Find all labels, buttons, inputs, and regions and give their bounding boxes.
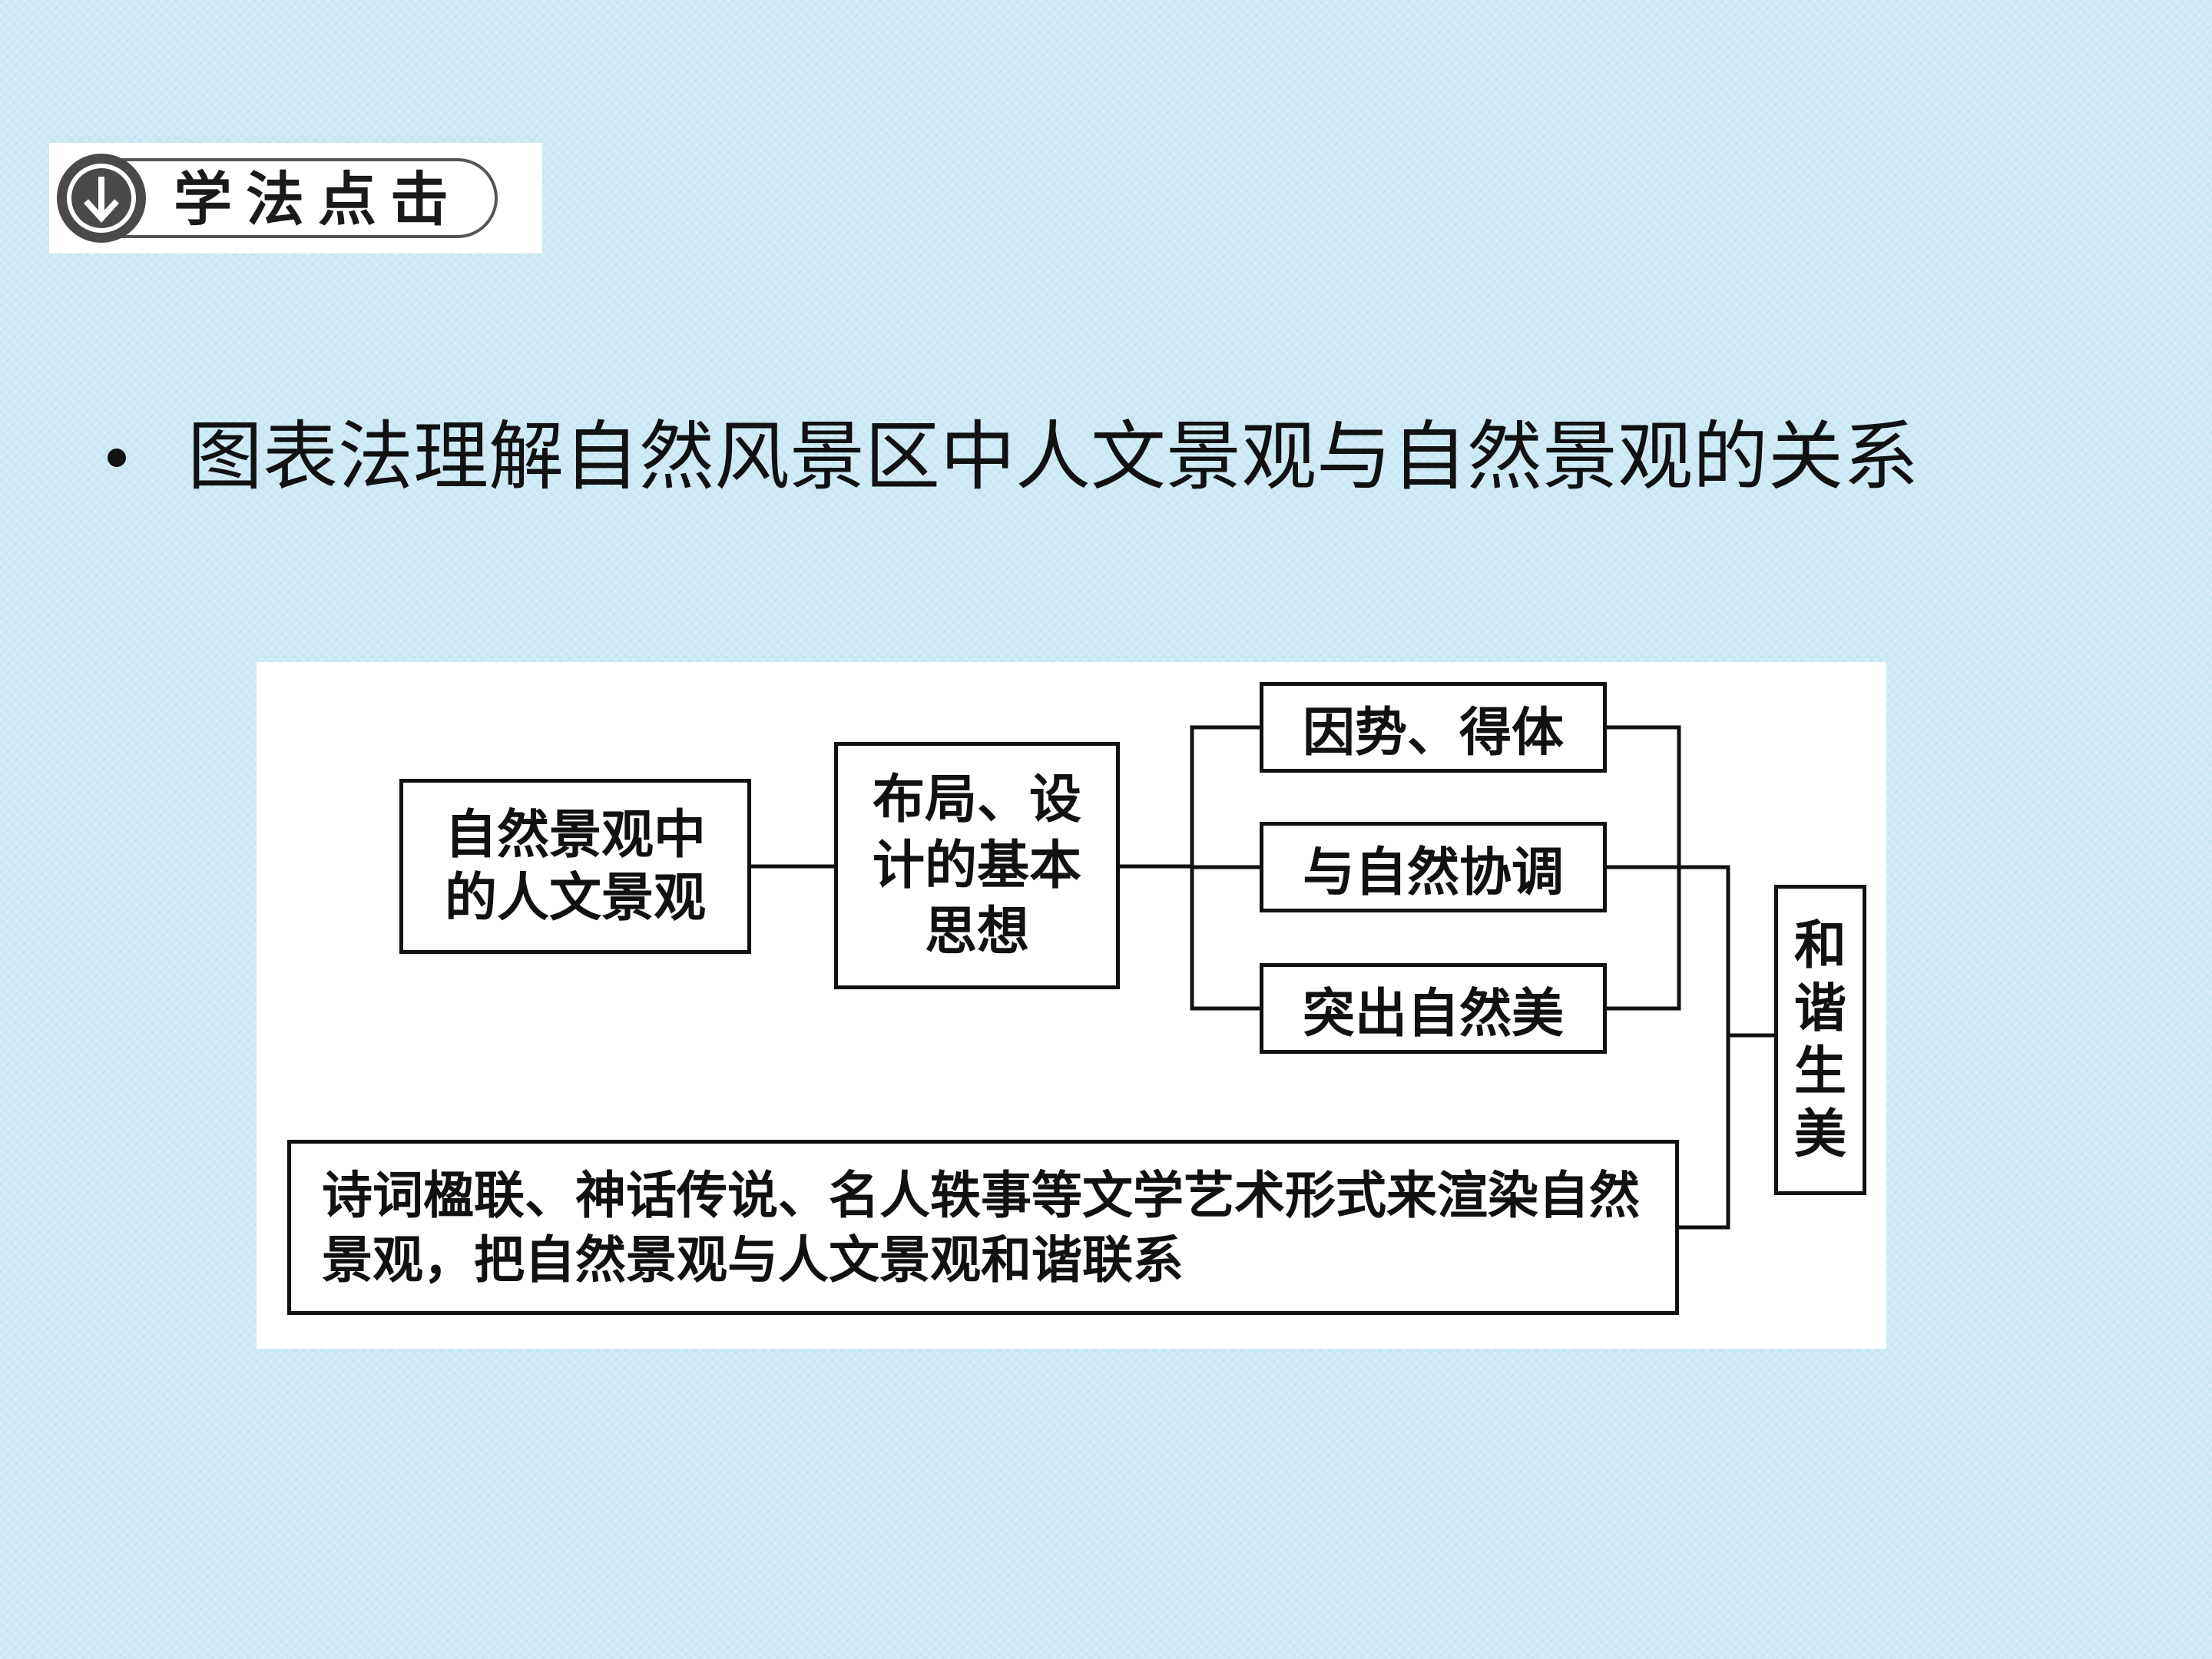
node-principle-highlight: 突出自然美 xyxy=(1260,963,1607,1054)
slide-heading: 图表法理解自然风景区中人文景观与自然景观的关系 xyxy=(187,413,1919,501)
node-principle-harmonize: 与自然协调 xyxy=(1260,822,1607,912)
connector-lines xyxy=(749,725,1777,1230)
section-badge-label: 学法点击 xyxy=(174,165,462,233)
node-harmony-beauty: 和谐生美 xyxy=(1774,885,1866,1195)
node-principle-adapt: 因势、得体 xyxy=(1260,682,1607,773)
node-layout-design-idea: 布局、设计的基本思想 xyxy=(834,742,1120,989)
node-natural-human-landscape: 自然景观中的人文景观 xyxy=(399,779,751,954)
download-arrow-icon xyxy=(57,154,146,243)
bullet-point xyxy=(108,449,126,467)
node-literature-art: 诗词楹联、神话传说、名人轶事等文学艺术形式来渲染自然景观，把自然景观与人文景观和… xyxy=(287,1140,1679,1315)
diagram-panel: 自然景观中的人文景观 布局、设计的基本思想 因势、得体 与自然协调 突出自然美 … xyxy=(257,662,1886,1349)
